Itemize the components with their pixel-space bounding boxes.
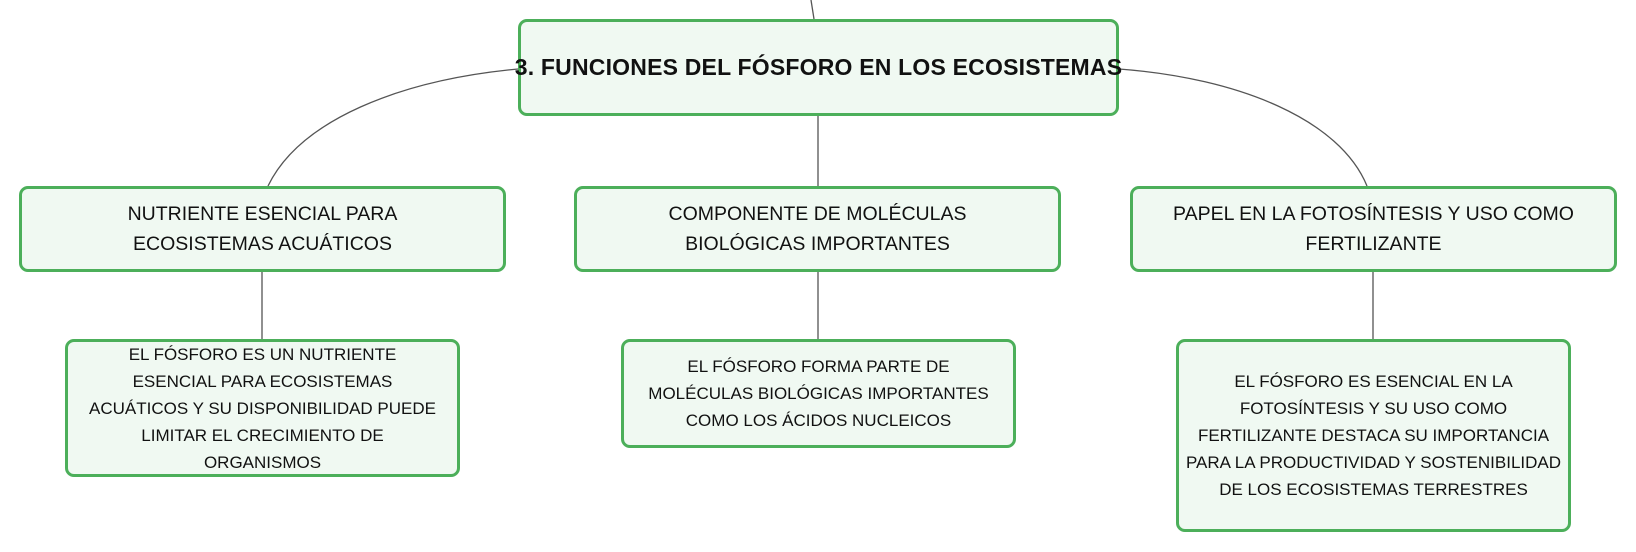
detail-topic-text: EL FÓSFORO ES UN NUTRIENTE ESENCIAL PARA… xyxy=(88,344,436,472)
connector-incoming xyxy=(810,0,815,20)
branch-topic-label: PAPEL EN LA FOTOSÍNTESIS Y USO COMO FERT… xyxy=(1173,203,1574,255)
connector-root-to-branch-1 xyxy=(267,68,519,187)
root-topic[interactable]: 3. FUNCIONES DEL FÓSFORO EN LOS ECOSISTE… xyxy=(515,19,1122,116)
detail-topic-text: EL FÓSFORO FORMA PARTE DE MOLÉCULAS BIOL… xyxy=(648,357,989,430)
branch-topic-label: NUTRIENTE ESENCIAL PARA ECOSISTEMAS ACUÁ… xyxy=(127,203,398,255)
branch-topic-nutriente[interactable]: NUTRIENTE ESENCIAL PARA ECOSISTEMAS ACUÁ… xyxy=(19,186,506,272)
detail-topic-fotosintesis[interactable]: EL FÓSFORO ES ESENCIAL EN LA FOTOSÍNTESI… xyxy=(1176,339,1571,532)
connector-root-to-branch-3 xyxy=(1118,68,1368,187)
detail-topic-nutriente[interactable]: EL FÓSFORO ES UN NUTRIENTE ESENCIAL PARA… xyxy=(65,339,460,477)
branch-topic-fotosintesis[interactable]: PAPEL EN LA FOTOSÍNTESIS Y USO COMO FERT… xyxy=(1130,186,1617,272)
detail-topic-text: EL FÓSFORO ES ESENCIAL EN LA FOTOSÍNTESI… xyxy=(1185,372,1562,499)
branch-topic-label: COMPONENTE DE MOLÉCULAS BIOLÓGICAS IMPOR… xyxy=(668,203,967,255)
root-topic-label: 3. FUNCIONES DEL FÓSFORO EN LOS ECOSISTE… xyxy=(514,54,1123,80)
branch-topic-componente[interactable]: COMPONENTE DE MOLÉCULAS BIOLÓGICAS IMPOR… xyxy=(574,186,1061,272)
detail-topic-componente[interactable]: EL FÓSFORO FORMA PARTE DE MOLÉCULAS BIOL… xyxy=(621,339,1016,448)
